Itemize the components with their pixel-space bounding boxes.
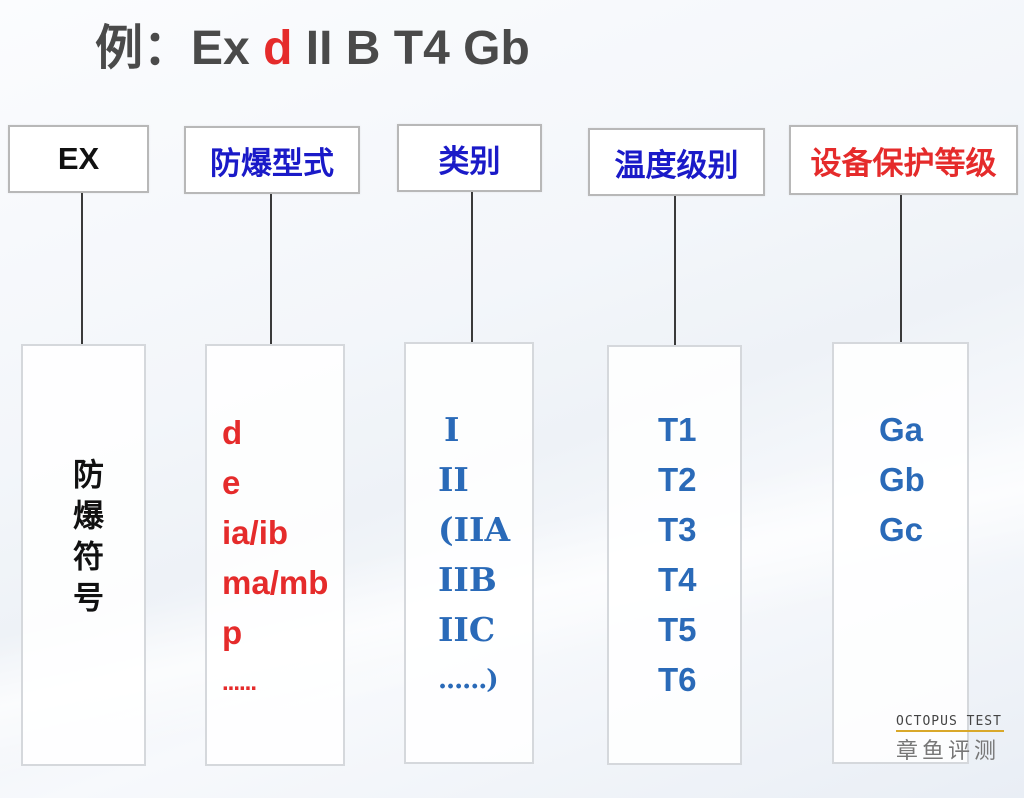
watermark-english: OCTOPUS TEST <box>896 714 1004 732</box>
list-item: ia/ib <box>222 514 289 551</box>
header-category-label: 类别 <box>438 143 501 179</box>
list-item: T5 <box>658 611 697 648</box>
list-item: T4 <box>658 561 697 598</box>
connector-line-protection-level <box>900 195 902 343</box>
temperature-list: T1 T2 T3 T4 T5 T6 <box>658 405 697 705</box>
list-item: T3 <box>658 511 697 548</box>
list-item: IIC <box>438 610 496 649</box>
column-ex-content: 防爆符号 <box>67 458 103 622</box>
list-item: Gc <box>879 511 924 548</box>
list-item: Gb <box>879 461 925 498</box>
header-temperature: 温度级别 <box>588 128 765 196</box>
list-item: ...... <box>222 669 257 696</box>
column-explosion-type <box>205 344 345 766</box>
watermark-logo: OCTOPUS TEST 章鱼评测 <box>896 714 1004 765</box>
list-item: p <box>222 614 243 651</box>
header-explosion-type-label: 防爆型式 <box>210 145 334 181</box>
explosion-type-list: d e ia/ib ma/mb p ...... <box>222 408 328 708</box>
header-explosion-type: 防爆型式 <box>184 126 360 194</box>
header-ex: EX <box>8 125 149 193</box>
list-item: (IIA <box>438 510 511 549</box>
list-item: d <box>222 414 243 451</box>
list-item: I <box>444 410 460 449</box>
list-item: e <box>222 464 241 501</box>
header-equipment-protection-level: 设备保护等级 <box>789 125 1018 195</box>
list-item: II <box>438 460 469 499</box>
title-rest: II B T4 Gb <box>305 22 530 75</box>
list-item: ......) <box>438 665 499 695</box>
list-item: T2 <box>658 461 697 498</box>
connector-line-category <box>471 192 473 344</box>
list-item: T1 <box>658 411 697 448</box>
connector-line-ex <box>81 193 83 345</box>
column-ex <box>21 344 146 766</box>
list-item: T6 <box>658 661 697 698</box>
list-item: Ga <box>879 411 924 448</box>
protection-level-list: Ga Gb Gc <box>879 405 925 555</box>
connector-line-explosion-type <box>270 194 272 344</box>
connector-line-temperature <box>674 196 676 346</box>
title-prefix: 例： <box>95 22 192 75</box>
title-highlight: d <box>263 22 293 75</box>
header-ex-label: EX <box>57 141 100 176</box>
watermark-chinese: 章鱼评测 <box>896 738 1001 763</box>
list-item: ma/mb <box>222 564 329 601</box>
header-equipment-protection-level-label: 设备保护等级 <box>810 145 997 181</box>
list-item: IIB <box>438 560 497 599</box>
column-category <box>404 342 534 764</box>
header-category: 类别 <box>397 124 542 192</box>
column-protection-level <box>832 342 969 764</box>
title-ex: Ex <box>191 22 250 75</box>
category-list: I II (IIA IIB IIC ......) <box>438 405 510 705</box>
header-temperature-label: 温度级别 <box>614 147 739 183</box>
page-title: 例：Ex d II B T4 Gb <box>95 8 530 78</box>
column-temperature <box>607 345 742 765</box>
